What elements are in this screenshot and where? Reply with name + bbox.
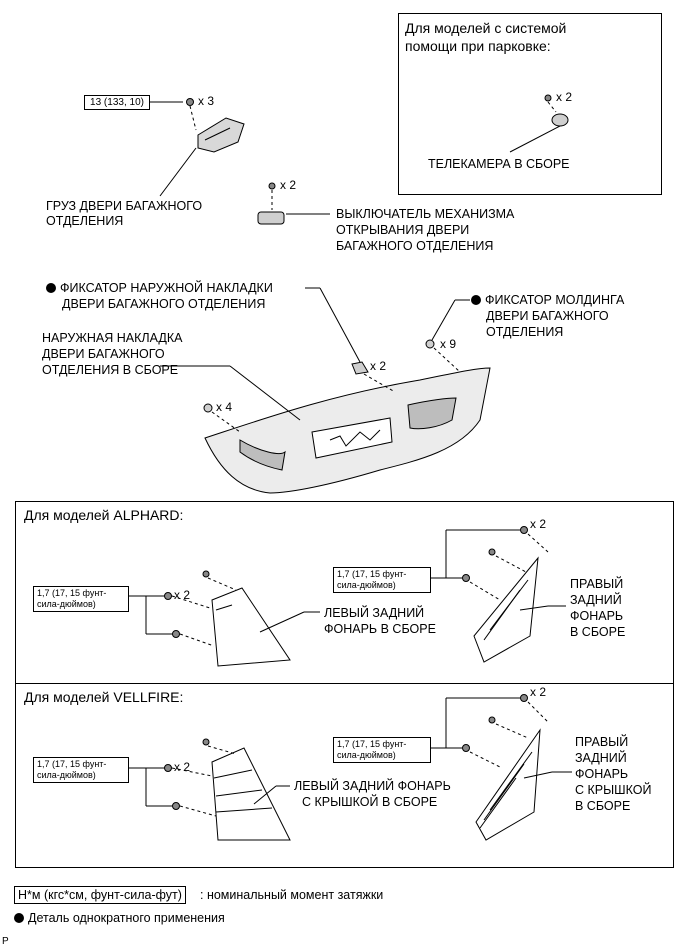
alphard-header: Для моделей ALPHARD:	[24, 507, 184, 523]
alphard-left-lamp-line1: ЛЕВЫЙ ЗАДНИЙ	[324, 606, 425, 620]
alphard-right-qty: x 2	[530, 517, 547, 531]
vellfire-header: Для моделей VELLFIRE:	[24, 689, 184, 705]
garnish-label-line1: НАРУЖНАЯ НАКЛАДКА	[42, 331, 183, 345]
vellfire-left-lamp-line2: С КРЫШКОЙ В СБОРЕ	[302, 795, 438, 809]
vellfire-right-lamp-line5: В СБОРЕ	[575, 799, 631, 813]
retainer-molding-qty: x 9	[440, 337, 457, 351]
parking-box-title-line2: помощи при парковке:	[405, 38, 551, 54]
garnish-label-line3: ОТДЕЛЕНИЯ В СБОРЕ	[42, 363, 179, 377]
weight-qty: x 3	[198, 94, 215, 108]
alphard-right-lamp-line1: ПРАВЫЙ	[570, 577, 624, 591]
nonreusable-icon	[14, 913, 24, 923]
alphard-torque-left: 1,7 (17, 15 фунт- сила-дюймов)	[33, 586, 129, 612]
weight-label-line1: ГРУЗ ДВЕРИ БАГАЖНОГО	[46, 199, 203, 213]
switch-qty: x 2	[280, 178, 297, 192]
parking-assist-box	[398, 13, 662, 195]
vellfire-right-qty: x 2	[530, 685, 547, 699]
vellfire-torque-right: 1,7 (17, 15 фунт- сила-дюймов)	[333, 737, 431, 763]
switch-label-line3: БАГАЖНОГО ОТДЕЛЕНИЯ	[336, 239, 494, 253]
weight-label-line2: ОТДЕЛЕНИЯ	[46, 214, 124, 228]
vellfire-right-lamp-line2: ЗАДНИЙ	[575, 751, 627, 765]
nonreusable-icon	[46, 283, 56, 293]
vellfire-left-lamp-line1: ЛЕВЫЙ ЗАДНИЙ ФОНАРЬ	[294, 779, 451, 793]
legend-nonreusable: Деталь однократного применения	[14, 910, 225, 926]
alphard-torque-right: 1,7 (17, 15 фунт- сила-дюймов)	[333, 567, 431, 593]
garnish-label-line2: ДВЕРИ БАГАЖНОГО	[42, 347, 165, 361]
retainer-molding-label-line1: ФИКСАТОР МОЛДИНГА	[471, 292, 624, 308]
alphard-right-lamp-line2: ЗАДНИЙ	[570, 593, 622, 607]
vellfire-right-lamp-line1: ПРАВЫЙ	[575, 735, 629, 749]
camera-qty: x 2	[556, 90, 573, 104]
legend-torque-unit: Н*м (кгс*см, фунт-сила-фут)	[14, 886, 186, 904]
alphard-left-qty: x 2	[174, 588, 191, 602]
vellfire-right-lamp-line3: ФОНАРЬ	[575, 767, 629, 781]
retainer-outer-label-line2: ДВЕРИ БАГАЖНОГО ОТДЕЛЕНИЯ	[62, 297, 266, 311]
switch-label-line2: ОТКРЫВАНИЯ ДВЕРИ	[336, 223, 470, 237]
vellfire-section	[15, 683, 674, 868]
alphard-left-lamp-line2: ФОНАРЬ В СБОРЕ	[324, 622, 436, 636]
camera-label: ТЕЛЕКАМЕРА В СБОРЕ	[428, 157, 570, 171]
retainer-molding-label-line2: ДВЕРИ БАГАЖНОГО	[486, 309, 609, 323]
parking-box-title-line1: Для моделей с системой	[405, 20, 567, 36]
retainer-outer-qty: x 2	[370, 359, 387, 373]
torque-spec-main: 13 (133, 10)	[84, 95, 150, 110]
vellfire-left-qty: x 2	[174, 760, 191, 774]
corner-mark: P	[2, 936, 9, 947]
vellfire-torque-left: 1,7 (17, 15 фунт- сила-дюймов)	[33, 757, 129, 783]
nonreusable-icon	[471, 295, 481, 305]
alphard-right-lamp-line3: ФОНАРЬ	[570, 609, 624, 623]
legend-torque-desc: : номинальный момент затяжки	[200, 888, 384, 902]
retainer-molding-label-line3: ОТДЕЛЕНИЯ	[486, 325, 564, 339]
vellfire-right-lamp-line4: С КРЫШКОЙ	[575, 783, 652, 797]
switch-label-line1: ВЫКЛЮЧАТЕЛЬ МЕХАНИЗМА	[336, 207, 515, 221]
garnish-clip-qty: x 4	[216, 400, 233, 414]
alphard-right-lamp-line4: В СБОРЕ	[570, 625, 626, 639]
retainer-outer-label-line1: ФИКСАТОР НАРУЖНОЙ НАКЛАДКИ	[46, 280, 273, 296]
